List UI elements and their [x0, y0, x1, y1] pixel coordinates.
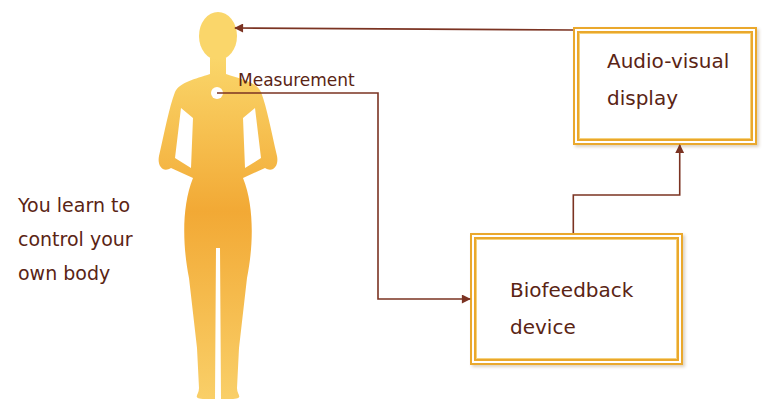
measurement-label: Measurement	[238, 70, 355, 90]
flow-arrow	[217, 93, 470, 299]
note-text: You learn to control your own body	[18, 188, 133, 290]
body-shape	[159, 58, 278, 399]
sensor-dot	[211, 87, 223, 99]
device-box: Biofeedback device	[470, 233, 683, 365]
figure-outline	[155, 8, 295, 400]
display-box: Audio-visual display	[573, 27, 757, 145]
flow-arrow	[573, 145, 679, 233]
person-silhouette: Measurement	[155, 8, 295, 400]
head-shape	[199, 12, 237, 60]
box-label: Audio-visual display	[607, 43, 743, 117]
flow-arrow	[235, 28, 573, 30]
box-label: Biofeedback device	[510, 272, 669, 346]
